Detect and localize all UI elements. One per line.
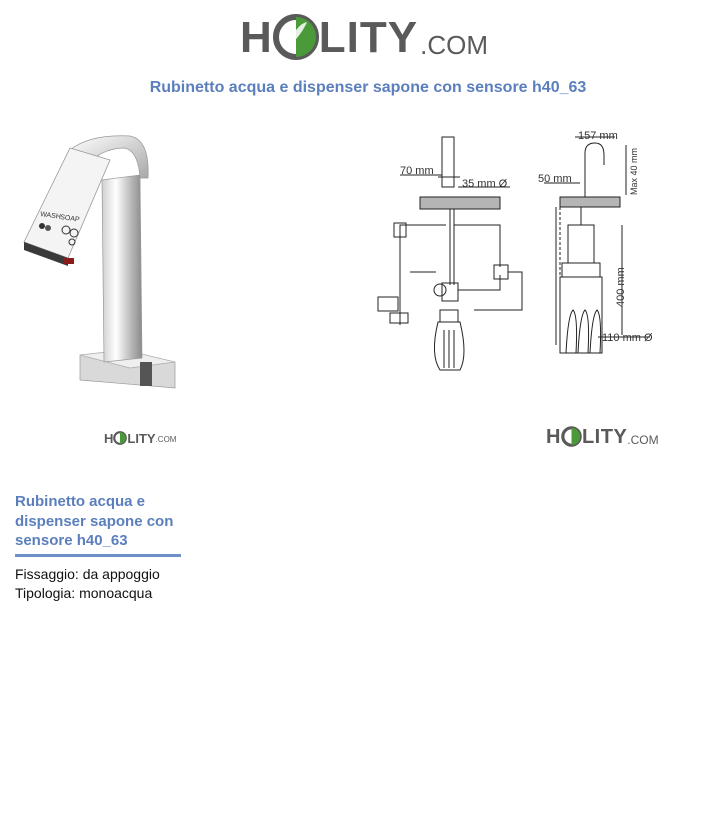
product-heading: Rubinetto acqua e dispenser sapone con s… (15, 493, 174, 549)
spec-row-fissaggio: Fissaggio: da appoggio (15, 566, 160, 582)
page-title: Rubinetto acqua e dispenser sapone con s… (149, 79, 587, 96)
logo-o-icon (272, 14, 319, 60)
spec-row-tipologia: Tipologia: monoacqua (15, 585, 153, 601)
logo-suffix: .COM (627, 433, 659, 447)
logo-suffix: .COM (420, 30, 488, 60)
site-logo[interactable]: H LITY .COM (240, 14, 488, 60)
dim-35: 35 mm Ø (462, 178, 508, 190)
technical-drawing: 157 mm Max 40 mm 70 mm 35 mm Ø 50 mm 400… (377, 130, 653, 371)
spec-label: Tipologia (15, 585, 72, 601)
logo-o-icon (113, 431, 128, 445)
dim-70: 70 mm (400, 165, 434, 177)
logo-letter-h: H (104, 431, 114, 446)
logo-letters-lity: LITY (318, 13, 419, 62)
dim-50: 50 mm (538, 173, 572, 185)
soap-label: SOAP (60, 214, 81, 224)
dim-400: 400 mm (615, 267, 627, 307)
dim-110: 110 mm Ø (602, 332, 653, 344)
logo-o-icon (561, 426, 582, 447)
spec-value: da appoggio (82, 566, 160, 582)
logo-letter-h: H (240, 13, 273, 62)
logo-letters-lity: LITY (581, 426, 628, 448)
heading-divider (15, 554, 181, 557)
drawing-logo: H LITY .COM (546, 426, 659, 447)
logo-suffix: .COM (155, 435, 177, 444)
logo-letters-lity: LITY (127, 431, 156, 446)
product-photo: WASH SOAP (23, 135, 176, 389)
logo-letter-h: H (546, 426, 561, 448)
spec-label: Fissaggio (15, 566, 75, 582)
product-photo-logo: H LITY .COM (104, 431, 176, 445)
dim-max-height: Max 40 mm (629, 148, 639, 195)
wash-label: WASH (40, 211, 62, 221)
spec-value: monoacqua (79, 585, 153, 601)
dim-width-top: 157 mm (578, 130, 618, 142)
